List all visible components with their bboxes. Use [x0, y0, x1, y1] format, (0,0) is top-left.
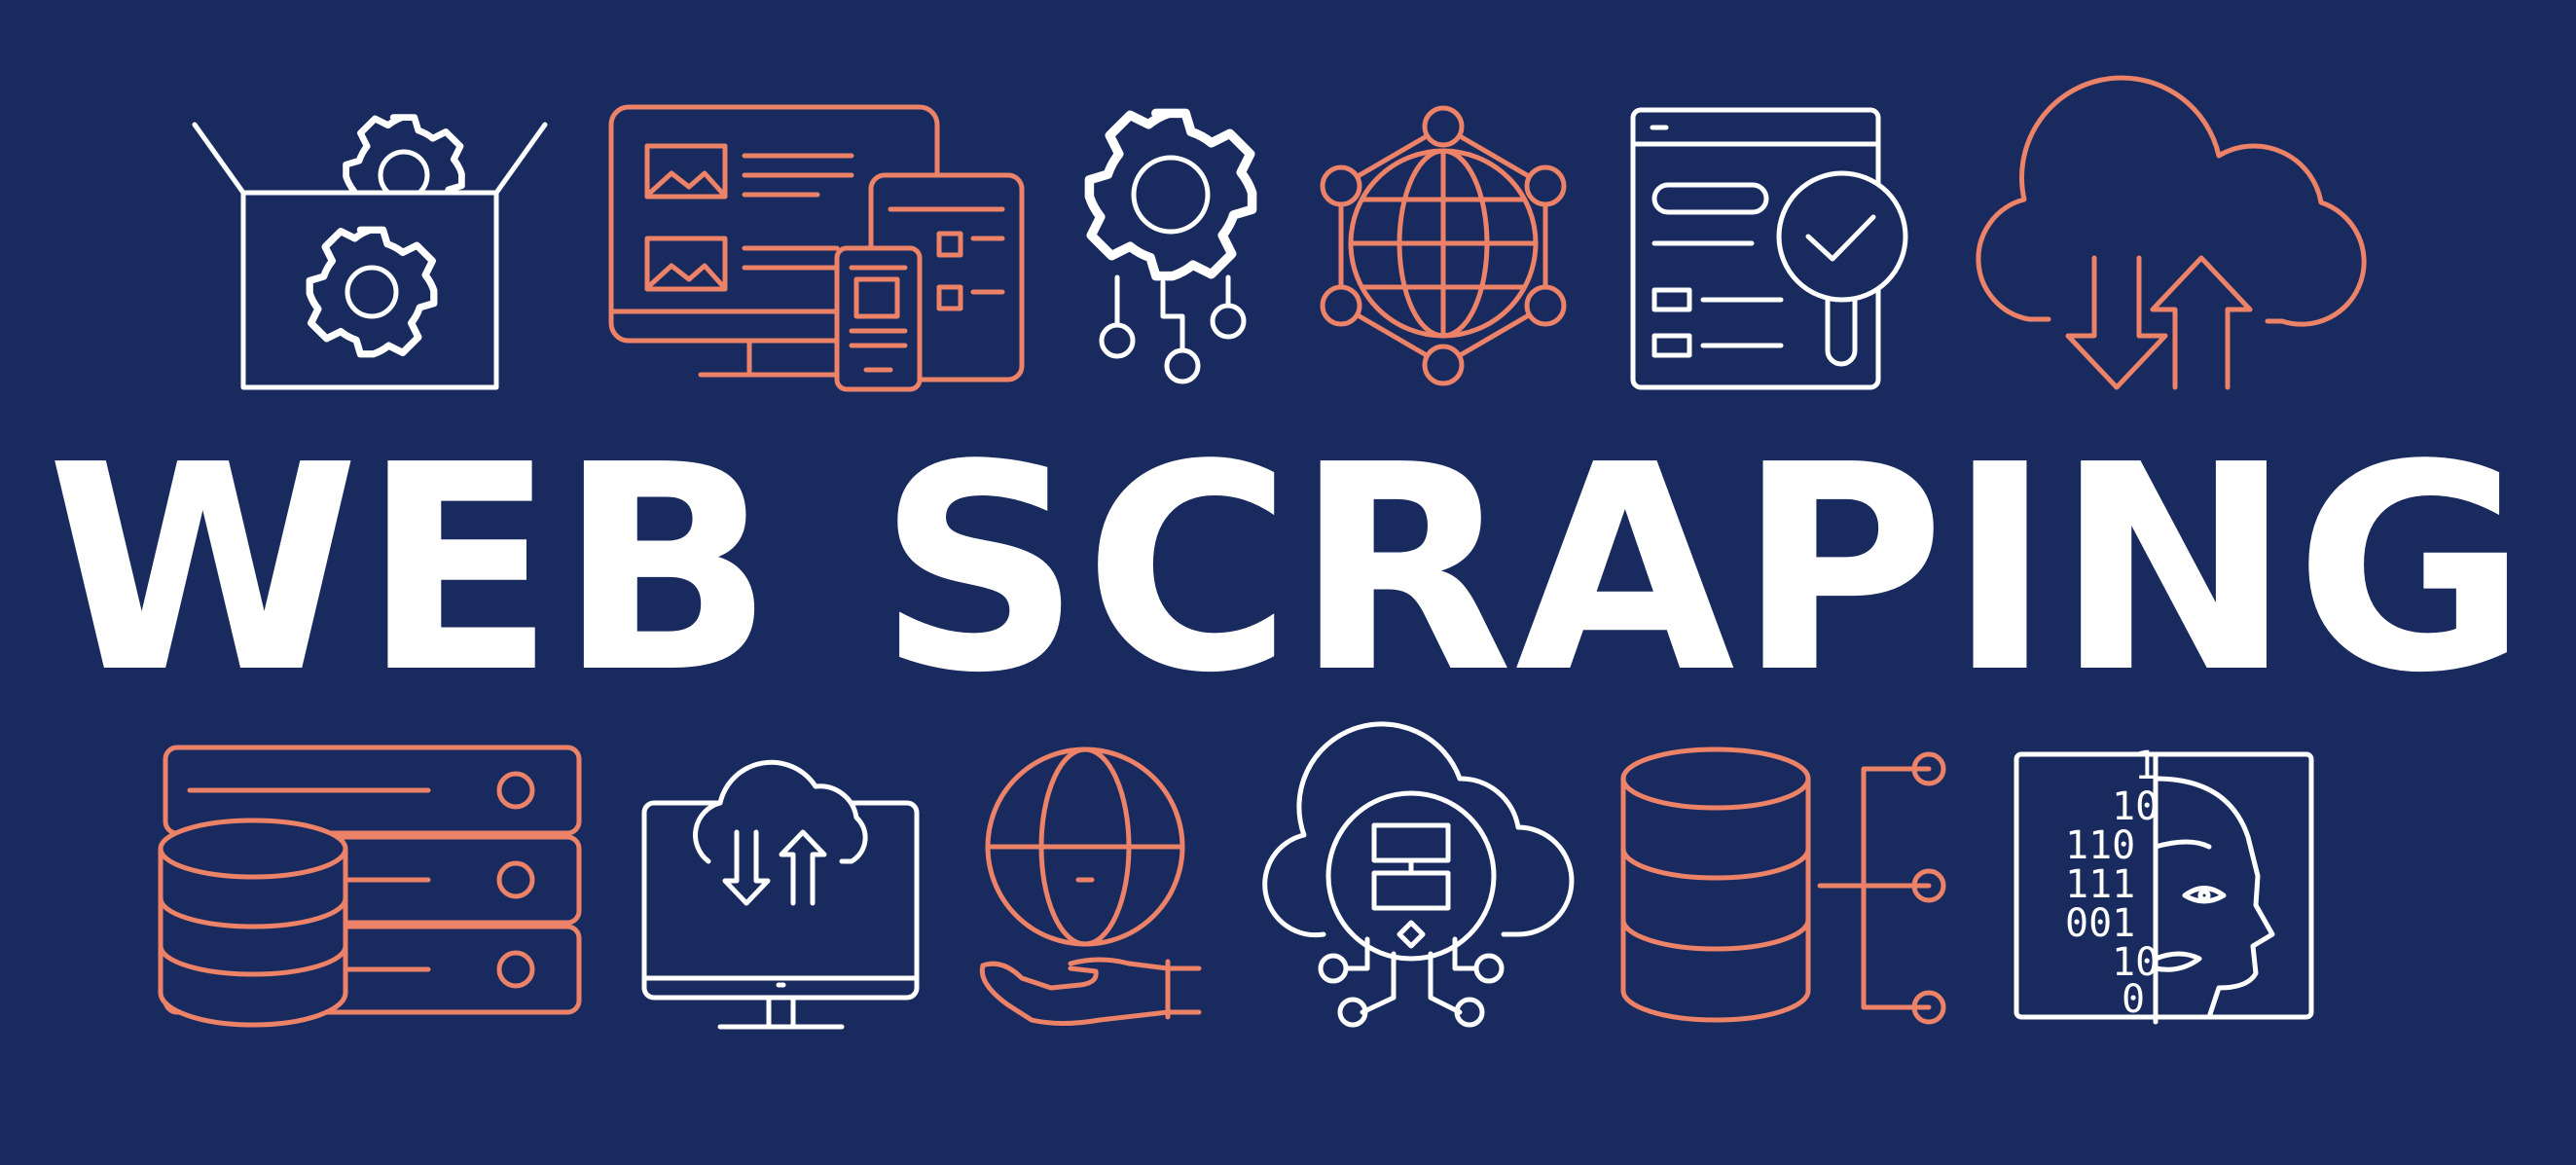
globe-hand-icon	[979, 746, 1202, 1026]
database-branch-icon	[1620, 746, 1946, 1025]
cloud-sync-icon	[1976, 75, 2367, 390]
box-gears-icon	[192, 118, 548, 390]
svg-text:110: 110	[2065, 823, 2135, 868]
responsive-devices-icon	[608, 104, 1025, 392]
gear-circuit-icon	[1089, 113, 1252, 384]
binary-face-icon: 1 10 110 111 001 10 0	[2014, 744, 2314, 1025]
svg-text:1: 1	[2134, 744, 2158, 788]
cloud-flowchart-icon	[1262, 721, 1575, 1028]
svg-text:111: 111	[2065, 862, 2135, 907]
globe-network-icon	[1320, 105, 1567, 386]
document-verify-icon	[1630, 107, 1908, 390]
svg-text:0: 0	[2122, 977, 2145, 1022]
server-database-icon	[158, 745, 582, 1028]
monitor-cloud-sync-icon	[641, 759, 920, 1030]
page-title: WEB SCRAPING	[46, 404, 2530, 735]
svg-text:10: 10	[2112, 940, 2159, 985]
svg-text:10: 10	[2112, 784, 2159, 829]
svg-text:001: 001	[2065, 901, 2135, 946]
